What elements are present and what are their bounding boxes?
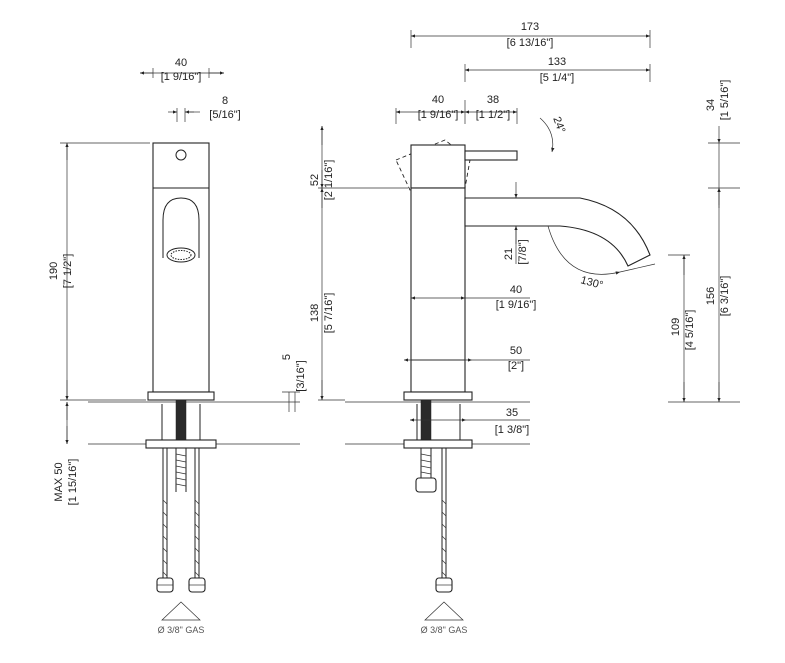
side-outlet-in: [4 5/16"] [684,310,696,351]
side-hole-in: [1 3/8"] [495,424,529,436]
front-body [152,142,210,393]
side-base [403,391,473,401]
front-spout-opening [162,197,200,258]
front-max-mm: MAX 50 [53,462,65,501]
side-lever-height-in: [2 1/16"] [323,160,335,201]
side-lever-dashed [395,139,471,191]
side-body-mm: 40 [432,94,444,106]
side-spout-in: [7/8"] [517,239,529,264]
side-top-mm: 34 [705,99,717,111]
side-outlet-mm: 109 [670,318,682,336]
side-body-in: [1 9/16"] [418,109,459,121]
side-base-dia-mm: 50 [510,345,522,357]
side-lever-cap [410,144,466,189]
side-rod-nut [415,477,437,493]
side-body [410,187,466,393]
side-hole-mm: 35 [506,407,518,419]
front-gas-triangle [161,601,201,621]
side-total-h-mm: 156 [705,287,717,305]
side-total-mm: 173 [521,21,539,33]
side-lever-mm: 38 [487,94,499,106]
front-shank [175,399,187,445]
side-view: Ø 3/8" GAS [395,139,651,635]
side-total-h-in: [6 3/16"] [719,276,731,317]
front-height-in: [7 1/2"] [62,254,74,288]
front-handle-in: [5/16"] [209,109,240,121]
side-angle-spout: 130° [579,274,604,291]
side-gas-label: Ø 3/8" GAS [421,625,468,635]
front-gas-label: Ø 3/8" GAS [158,625,205,635]
side-shank [420,399,432,445]
side-spout-mm: 21 [503,248,515,260]
front-handle-mm: 8 [222,95,228,107]
side-base-dia-in: [2"] [508,360,524,372]
front-height-mm: 190 [48,262,60,280]
side-spout [464,197,651,267]
side-body-dia-in: [1 9/16"] [496,299,537,311]
front-base-mm: 5 [281,354,293,360]
front-width-mm: 40 [175,57,187,69]
front-view: Ø 3/8" GAS [145,142,217,635]
side-total-in: [6 13/16"] [507,37,554,49]
side-lever-rod [464,150,518,161]
front-max-in: [1 15/16"] [67,459,79,506]
front-lever-hole [175,149,187,161]
side-body-height-mm: 138 [309,304,321,322]
side-body-dia-mm: 40 [510,284,522,296]
front-dimensions: 40 [1 9/16"] 8 [5/16"] 190 [7 1/2"] MAX … [48,57,307,505]
front-base [147,391,215,401]
side-lever-in: [1 1/2"] [476,109,510,121]
front-base-in: [3/16"] [295,360,307,391]
side-reach-in: [5 1/4"] [540,72,574,84]
side-reach-mm: 133 [548,56,566,68]
front-width-in: [1 9/16"] [161,71,202,83]
side-body-height-in: [5 7/16"] [323,293,335,334]
countertop-lines [88,401,530,445]
side-lever-height-mm: 52 [309,174,321,186]
side-top-in: [1 5/16"] [719,80,731,121]
side-dimensions: 173 [6 13/16"] 133 [5 1/4"] 40 [1 9/16"]… [309,21,740,436]
front-nut [145,439,217,449]
side-gas-triangle [424,601,464,621]
side-angle-lever: 24° [550,115,567,135]
side-nut [403,439,473,449]
